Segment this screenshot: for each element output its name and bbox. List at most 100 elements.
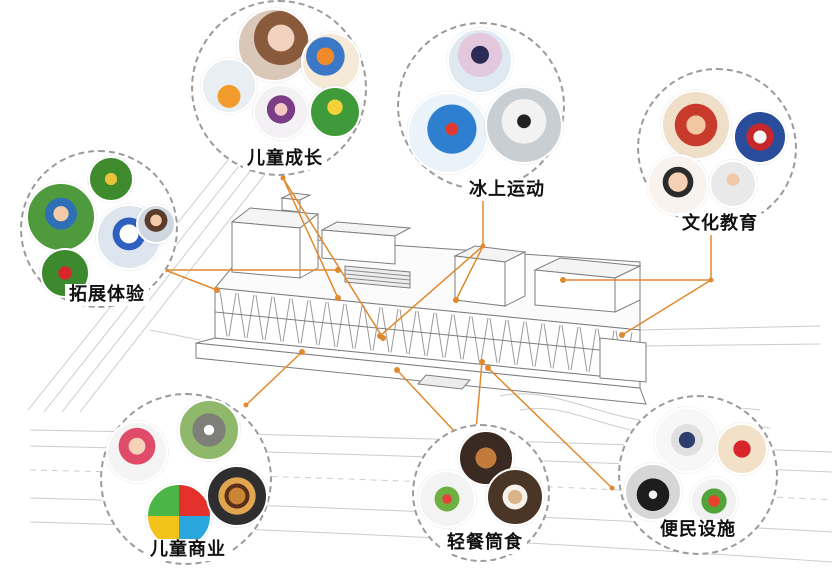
photo-strawberry-picking bbox=[40, 248, 90, 298]
connector-dot bbox=[619, 332, 625, 338]
connector-dot bbox=[479, 359, 485, 365]
block-d-front bbox=[534, 269, 616, 313]
facade-line bbox=[264, 296, 273, 341]
photo-clothing-store bbox=[654, 407, 720, 473]
east-wing bbox=[599, 337, 647, 383]
photo-soccer-kids bbox=[309, 86, 361, 138]
road-line bbox=[149, 329, 201, 341]
road-line bbox=[639, 343, 821, 347]
facade-line bbox=[255, 294, 264, 340]
photo-ice-hockey bbox=[485, 86, 563, 164]
callout-expansion-experience: 拓展体验 bbox=[20, 150, 178, 308]
connector-growth bbox=[282, 177, 384, 339]
facade-line bbox=[525, 321, 534, 367]
facade-line bbox=[588, 328, 597, 373]
block-a-side bbox=[299, 212, 319, 279]
facade-line bbox=[426, 312, 435, 357]
callout-label: 轻餐筒食 bbox=[443, 532, 527, 554]
connector-dot bbox=[480, 243, 486, 249]
callout-label: 便民设施 bbox=[656, 519, 740, 541]
connector-dot bbox=[214, 287, 220, 293]
connector-dot bbox=[453, 297, 459, 303]
photo-toy-blocks bbox=[146, 483, 212, 549]
photo-tree-climbing bbox=[88, 156, 134, 202]
photo-sneakers bbox=[624, 463, 682, 521]
connector-dot bbox=[280, 175, 286, 181]
highway-line bbox=[61, 155, 263, 413]
connector-dot bbox=[243, 402, 249, 408]
facade-line bbox=[462, 316, 471, 360]
callout-label: 拓展体验 bbox=[65, 284, 149, 306]
facade-line bbox=[381, 307, 390, 353]
connector-dot bbox=[609, 485, 615, 491]
road-line bbox=[639, 325, 821, 331]
connector-dot bbox=[299, 349, 305, 355]
facade-line bbox=[318, 301, 327, 346]
connector-dot bbox=[377, 333, 383, 339]
facade-line bbox=[363, 305, 372, 351]
photo-trampoline-child bbox=[201, 58, 257, 114]
photo-figure-skater bbox=[447, 28, 513, 94]
connector-convenience bbox=[487, 367, 613, 489]
facade-line bbox=[336, 303, 345, 348]
facade-line bbox=[579, 326, 588, 372]
highway-line bbox=[79, 159, 277, 413]
facade-line bbox=[516, 321, 525, 365]
callout-light-meals: 轻餐筒食 bbox=[412, 424, 550, 562]
facade-line bbox=[291, 298, 300, 344]
facade-line bbox=[237, 293, 246, 339]
facade-line bbox=[552, 325, 561, 369]
facade-line bbox=[471, 316, 480, 362]
facade-line bbox=[219, 291, 228, 337]
facade-line bbox=[273, 296, 282, 342]
facade-line bbox=[570, 326, 579, 371]
facade-line bbox=[327, 302, 336, 347]
callout-children-commerce: 儿童商业 bbox=[100, 393, 272, 565]
connector-ice bbox=[455, 245, 484, 301]
facade-line bbox=[309, 300, 318, 346]
connector-culture bbox=[621, 279, 712, 336]
photo-boy-costume bbox=[709, 160, 757, 208]
building-facade-lines bbox=[219, 291, 633, 376]
connector-dot bbox=[560, 277, 566, 283]
facade-line bbox=[543, 323, 552, 369]
photo-gift-shop bbox=[716, 423, 768, 475]
connector-dot bbox=[335, 295, 341, 301]
photo-opera-mask bbox=[733, 110, 787, 164]
photo-teacher bbox=[136, 204, 176, 244]
facade-band bbox=[214, 311, 641, 355]
callout-label: 文化教育 bbox=[678, 213, 762, 235]
entrance-stairs bbox=[416, 374, 472, 390]
connector-commerce bbox=[245, 351, 303, 406]
building bbox=[195, 192, 647, 405]
callout-children-growth: 儿童成长 bbox=[191, 0, 367, 176]
facade-line bbox=[354, 305, 363, 349]
block-d-side bbox=[614, 265, 641, 313]
callout-label: 儿童成长 bbox=[243, 148, 327, 170]
connector-lines bbox=[164, 177, 712, 489]
photo-basketball-kids bbox=[301, 32, 361, 92]
facade-line bbox=[228, 292, 237, 337]
roof-box-top bbox=[280, 192, 312, 201]
photo-fresh-produce bbox=[690, 477, 738, 525]
striped-box-lines bbox=[344, 269, 411, 285]
photo-owl-toy bbox=[178, 399, 240, 461]
facade-line bbox=[435, 312, 444, 358]
connector-expansion bbox=[164, 269, 218, 291]
photo-group-class bbox=[661, 90, 731, 160]
facade-line bbox=[390, 309, 399, 353]
callout-ice-sports: 冰上运动 bbox=[397, 22, 565, 201]
photo-salad bbox=[418, 470, 476, 528]
facade-line bbox=[408, 310, 417, 355]
facade-line bbox=[480, 317, 489, 362]
facade-line bbox=[534, 323, 543, 367]
callout-culture-education: 文化教育 bbox=[637, 68, 797, 235]
photo-boy-harvest bbox=[26, 182, 96, 252]
photo-child-fashion bbox=[106, 421, 168, 483]
facade-line bbox=[507, 319, 516, 365]
connector-food bbox=[475, 361, 483, 431]
callout-convenience-facilities: 便民设施 bbox=[618, 395, 778, 555]
photo-coffee bbox=[486, 468, 544, 526]
callout-label: 儿童商业 bbox=[146, 539, 230, 561]
